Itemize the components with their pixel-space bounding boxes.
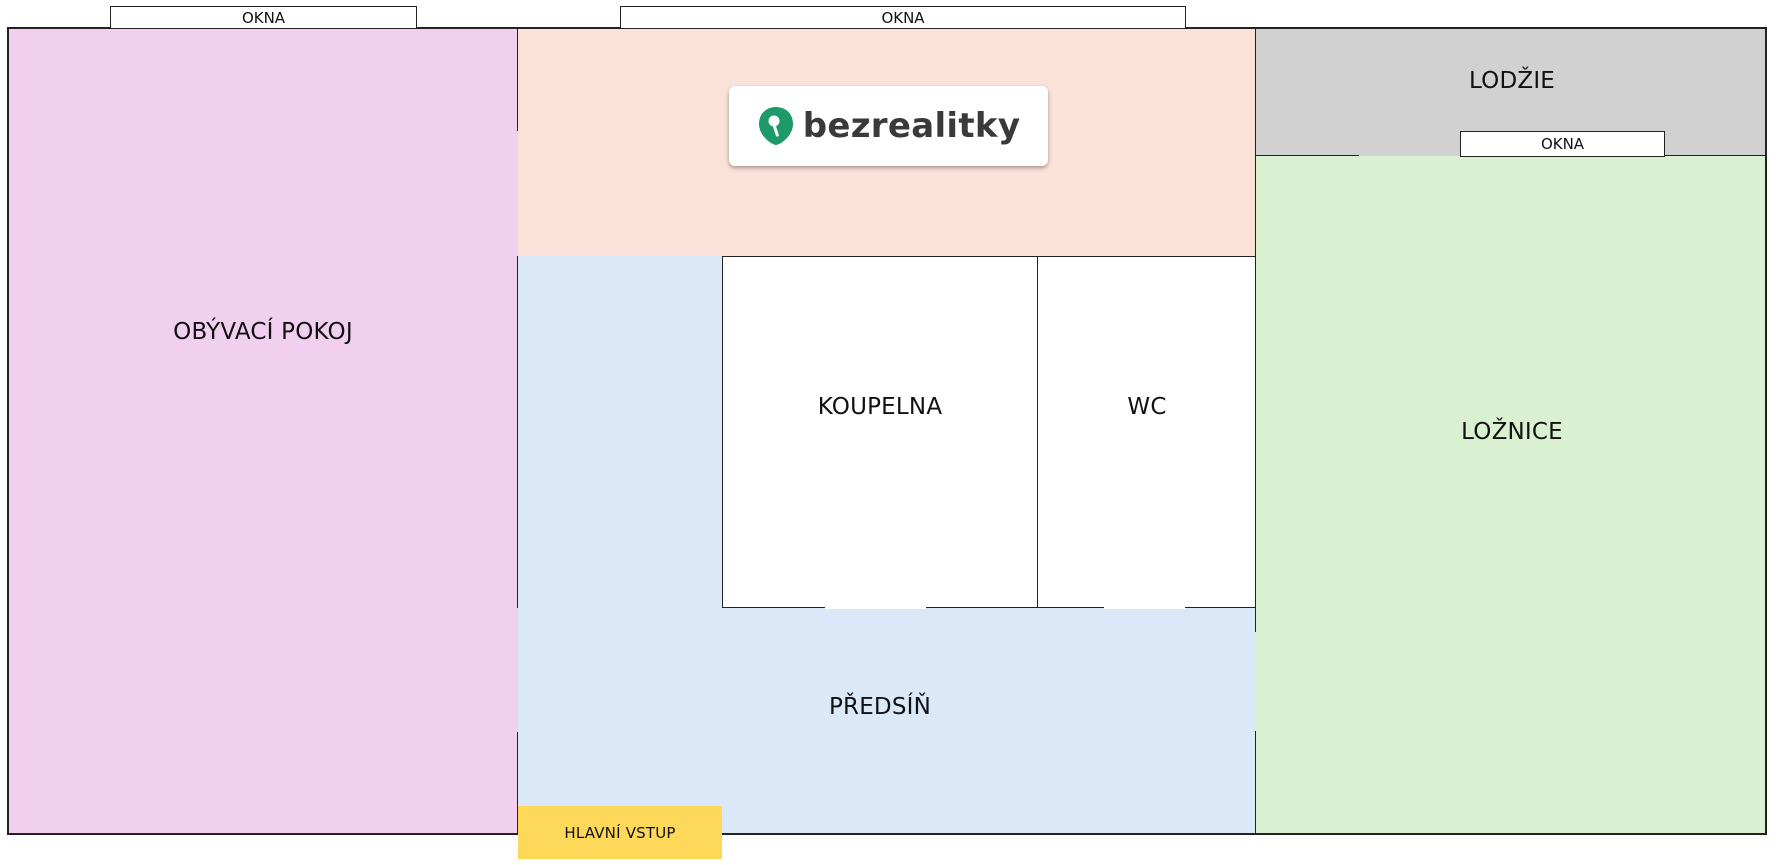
hallway-left: [518, 256, 722, 608]
window-loggia-label: OKNA: [1540, 135, 1585, 153]
wall-right-upper: [1255, 29, 1256, 632]
logo-text: bezrealitky: [802, 106, 1021, 146]
wall-right-lower: [1255, 731, 1256, 833]
hallway: [518, 607, 1256, 833]
wall-loggia-bottom-left: [1256, 155, 1359, 156]
key-pin-icon: [758, 107, 793, 145]
wc-door-gap: [1104, 606, 1185, 609]
main-entrance: [518, 806, 722, 859]
wc-label: WC: [1127, 394, 1167, 420]
loggia-label: LODŽIE: [1468, 68, 1556, 94]
wall-living-top: [517, 29, 518, 131]
wall-loggia-bottom-right: [1664, 155, 1765, 156]
window-middle-label: OKNA: [881, 8, 925, 27]
living-room-label: OBÝVACÍ POKOJ: [173, 319, 353, 345]
bathroom-label: KOUPELNA: [817, 394, 943, 420]
window-left-label: OKNA: [241, 8, 286, 27]
window-loggia: OKNA: [1460, 131, 1665, 157]
bathroom: [722, 256, 1038, 608]
window-middle: OKNA: [620, 6, 1186, 29]
wc: [1037, 256, 1256, 608]
bathroom-door-gap: [825, 606, 926, 609]
living-room: [9, 29, 518, 833]
bezrealitky-logo: bezrealitky: [729, 86, 1048, 166]
bedroom: [1256, 156, 1765, 833]
wall-living-bottom: [517, 732, 518, 833]
entrance-label: HLAVNÍ VSTUP: [564, 824, 676, 842]
window-left: OKNA: [110, 6, 417, 29]
hallway-label: PŘEDSÍŇ: [828, 694, 932, 720]
wall-living-mid: [517, 256, 518, 608]
bedroom-label: LOŽNICE: [1461, 419, 1563, 445]
